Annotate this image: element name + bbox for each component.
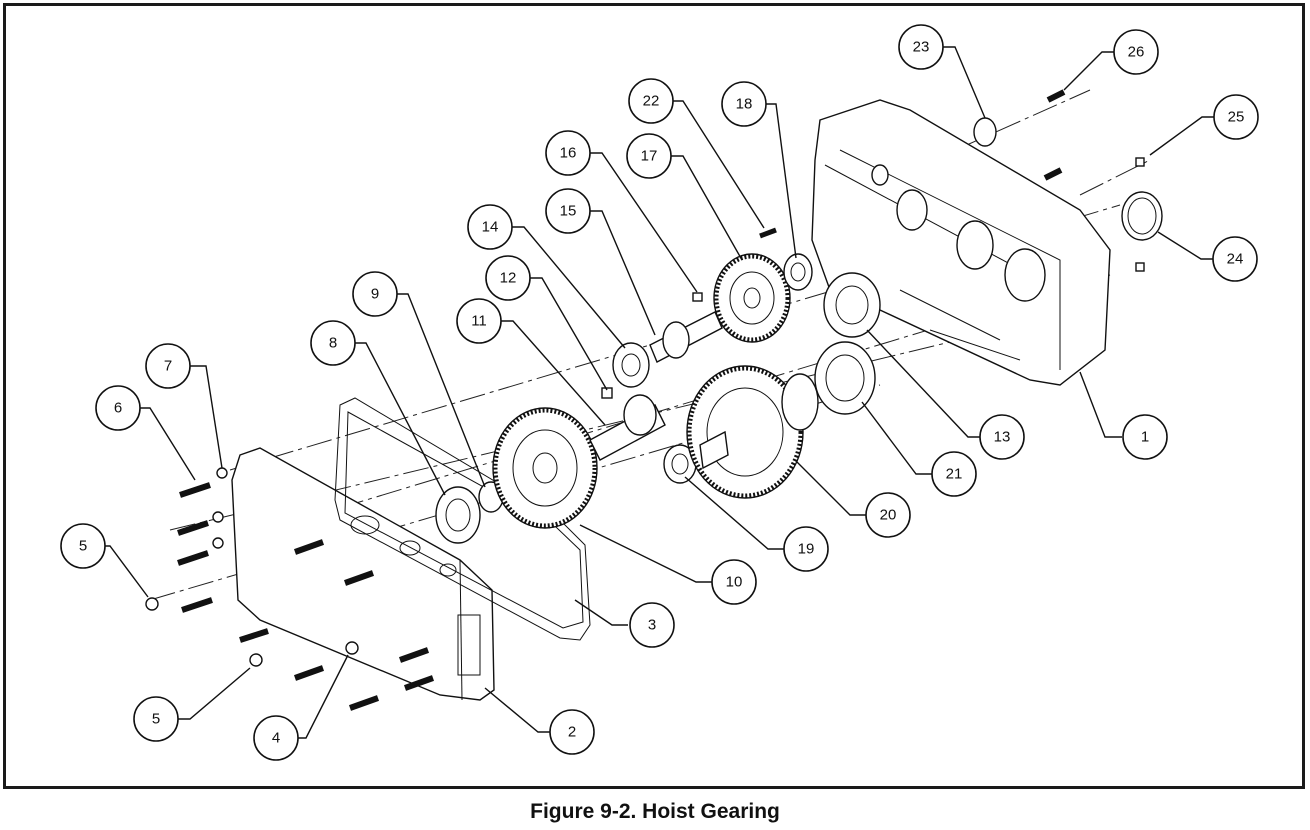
set-screw-26 bbox=[1043, 89, 1066, 181]
callout-21: 21 bbox=[931, 451, 977, 497]
callout-4: 4 bbox=[253, 715, 299, 761]
callout-17: 17 bbox=[626, 133, 672, 179]
figure-caption: Figure 9-2. Hoist Gearing bbox=[530, 800, 780, 823]
callout-25: 25 bbox=[1213, 94, 1259, 140]
cap-screws bbox=[145, 467, 435, 711]
gear-10 bbox=[492, 407, 598, 529]
callout-14: 14 bbox=[467, 204, 513, 250]
gear-housing bbox=[811, 99, 1111, 386]
callout-label: 23 bbox=[913, 39, 930, 56]
callout-label: 18 bbox=[736, 96, 753, 113]
callout-11: 11 bbox=[456, 298, 502, 344]
callout-label: 6 bbox=[114, 400, 122, 417]
callout-15: 15 bbox=[545, 188, 591, 234]
bearing-13 bbox=[823, 272, 881, 338]
callout-16: 16 bbox=[545, 130, 591, 176]
callout-label: 2 bbox=[568, 724, 576, 741]
pinion-shaft-11 bbox=[589, 394, 666, 461]
callout-label: 10 bbox=[726, 574, 743, 591]
callout-label: 7 bbox=[164, 358, 172, 375]
bearing-8 bbox=[435, 486, 481, 544]
callout-label: 13 bbox=[994, 429, 1011, 446]
callout-label: 16 bbox=[560, 145, 577, 162]
bearing-21 bbox=[814, 341, 876, 415]
callout-26: 26 bbox=[1113, 29, 1159, 75]
callout-6: 6 bbox=[95, 385, 141, 431]
callout-7: 7 bbox=[145, 343, 191, 389]
callout-label: 24 bbox=[1227, 251, 1244, 268]
callout-label: 19 bbox=[798, 541, 815, 558]
callout-label: 20 bbox=[880, 507, 897, 524]
callout-12: 12 bbox=[485, 255, 531, 301]
dowel-pin-22 bbox=[759, 227, 777, 239]
seal-24 bbox=[1121, 191, 1163, 241]
pinion-shaft-15 bbox=[649, 311, 723, 363]
callout-9: 9 bbox=[352, 271, 398, 317]
dowel-25 bbox=[1135, 157, 1145, 272]
callout-3: 3 bbox=[629, 602, 675, 648]
callout-10: 10 bbox=[711, 559, 757, 605]
callout-label: 5 bbox=[79, 538, 87, 555]
callout-label: 4 bbox=[272, 730, 280, 747]
bearing-14 bbox=[612, 342, 650, 388]
callout-5-upper: 5 bbox=[60, 523, 106, 569]
callout-label: 12 bbox=[500, 270, 517, 287]
callout-label: 11 bbox=[471, 313, 487, 330]
callout-label: 25 bbox=[1228, 109, 1245, 126]
callout-20: 20 bbox=[865, 492, 911, 538]
callout-1: 1 bbox=[1122, 414, 1168, 460]
callout-22: 22 bbox=[628, 78, 674, 124]
callout-label: 5 bbox=[152, 711, 160, 728]
callout-2: 2 bbox=[549, 709, 595, 755]
callout-label: 8 bbox=[329, 335, 337, 352]
callout-18: 18 bbox=[721, 81, 767, 127]
gear-20 bbox=[686, 365, 819, 499]
callout-label: 22 bbox=[643, 93, 660, 110]
key-16 bbox=[692, 292, 703, 302]
callout-label: 14 bbox=[482, 219, 499, 236]
callout-label: 21 bbox=[946, 466, 963, 483]
bearing-18 bbox=[783, 253, 813, 291]
hoist-gearing-drawing: 1 2 3 4 5 5 6 7 8 9 10 11 12 13 14 15 16… bbox=[60, 24, 1259, 761]
callout-label: 17 bbox=[641, 148, 658, 165]
seal-23 bbox=[973, 117, 997, 147]
callout-label: 26 bbox=[1128, 44, 1145, 61]
callout-23: 23 bbox=[898, 24, 944, 70]
callout-19: 19 bbox=[783, 526, 829, 572]
key-12 bbox=[601, 387, 613, 399]
callout-label: 3 bbox=[648, 617, 656, 634]
gear-17 bbox=[713, 253, 791, 343]
callout-8: 8 bbox=[310, 320, 356, 366]
callout-5-lower: 5 bbox=[133, 696, 179, 742]
callout-13: 13 bbox=[979, 414, 1025, 460]
callout-label: 1 bbox=[1141, 429, 1149, 446]
callout-label: 15 bbox=[560, 203, 577, 220]
callout-label: 9 bbox=[371, 286, 379, 303]
callout-24: 24 bbox=[1212, 236, 1258, 282]
